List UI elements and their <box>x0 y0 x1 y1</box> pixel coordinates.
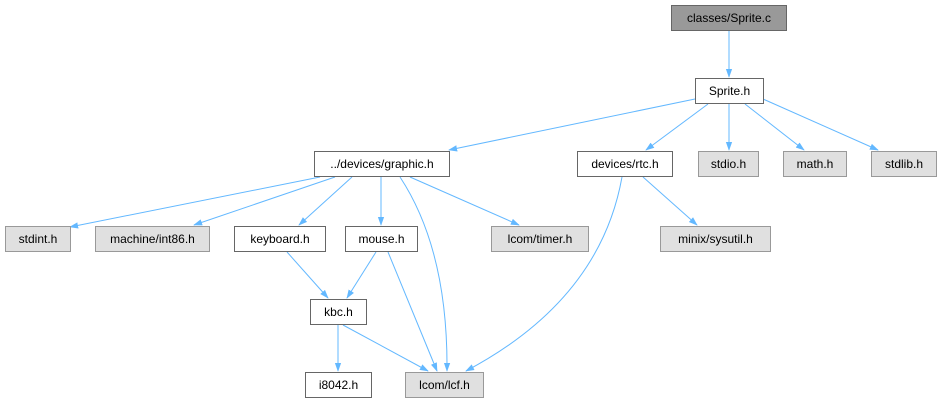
node-graphic-h[interactable]: ../devices/graphic.h <box>314 151 450 177</box>
node-box <box>783 151 847 177</box>
edge-mouse-h-to-kbc-h <box>346 251 377 299</box>
node-sprite-c[interactable]: classes/Sprite.c <box>671 5 787 31</box>
node-stdint-h: stdint.h <box>5 226 71 252</box>
node-box <box>305 372 372 398</box>
node-rtc-h[interactable]: devices/rtc.h <box>577 151 673 177</box>
node-label: kbc.h <box>324 305 353 319</box>
node-box <box>95 226 210 252</box>
node-label: mouse.h <box>358 232 404 246</box>
node-box <box>345 226 418 252</box>
node-sysutil-h: minix/sysutil.h <box>660 226 771 252</box>
edge-graphic-h-to-lcf-h <box>399 176 451 372</box>
node-label: minix/sysutil.h <box>678 232 753 246</box>
node-stdlib-h: stdlib.h <box>871 151 937 177</box>
node-label: math.h <box>797 157 834 171</box>
edge-graphic-h-to-timer-h <box>409 176 520 226</box>
node-label: lcom/lcf.h <box>419 378 470 392</box>
node-int86-h: machine/int86.h <box>95 226 210 252</box>
node-box <box>314 151 450 177</box>
node-box <box>671 5 787 31</box>
node-i8042-h[interactable]: i8042.h <box>305 372 372 398</box>
edge-kbc-h-to-lcf-h <box>342 324 429 372</box>
node-math-h: math.h <box>783 151 847 177</box>
node-sprite-h[interactable]: Sprite.h <box>695 78 764 104</box>
node-box <box>491 226 589 252</box>
edge-graphic-h-to-keyboard-h <box>298 176 353 226</box>
edge-sprite-h-to-rtc-h <box>645 103 709 151</box>
node-label: classes/Sprite.c <box>687 11 771 25</box>
edge-sprite-h-to-graphic-h <box>448 98 696 152</box>
edge-rtc-h-to-sysutil-h <box>642 176 698 226</box>
node-kbc-h[interactable]: kbc.h <box>310 299 367 325</box>
edge-graphic-h-to-int86-h <box>193 176 336 226</box>
node-label: stdint.h <box>19 232 58 246</box>
node-timer-h: lcom/timer.h <box>491 226 589 252</box>
node-keyboard-h[interactable]: keyboard.h <box>234 226 326 252</box>
node-lcf-h: lcom/lcf.h <box>405 372 484 398</box>
node-box <box>5 226 71 252</box>
node-box <box>871 151 937 177</box>
node-label: machine/int86.h <box>110 232 195 246</box>
node-label: ../devices/graphic.h <box>330 157 433 171</box>
node-box <box>698 151 759 177</box>
node-mouse-h[interactable]: mouse.h <box>345 226 418 252</box>
edge-mouse-h-to-lcf-h <box>387 251 438 372</box>
node-label: devices/rtc.h <box>591 157 658 171</box>
node-stdio-h: stdio.h <box>698 151 759 177</box>
node-box <box>695 78 764 104</box>
edges <box>69 31 879 372</box>
node-box <box>234 226 326 252</box>
node-box <box>577 151 673 177</box>
node-label: keyboard.h <box>250 232 309 246</box>
edge-graphic-h-to-stdint-h <box>69 176 321 229</box>
node-box <box>405 372 484 398</box>
node-label: Sprite.h <box>709 84 750 98</box>
edge-sprite-h-to-math-h <box>744 103 805 151</box>
edge-rtc-h-to-lcf-h <box>465 176 623 372</box>
node-box <box>660 226 771 252</box>
node-label: stdlib.h <box>885 157 923 171</box>
node-label: i8042.h <box>319 378 358 392</box>
edge-sprite-h-to-stdlib-h <box>762 98 879 151</box>
node-box <box>310 299 367 325</box>
node-label: lcom/timer.h <box>508 232 573 246</box>
edge-keyboard-h-to-kbc-h <box>286 251 329 299</box>
node-label: stdio.h <box>711 157 746 171</box>
